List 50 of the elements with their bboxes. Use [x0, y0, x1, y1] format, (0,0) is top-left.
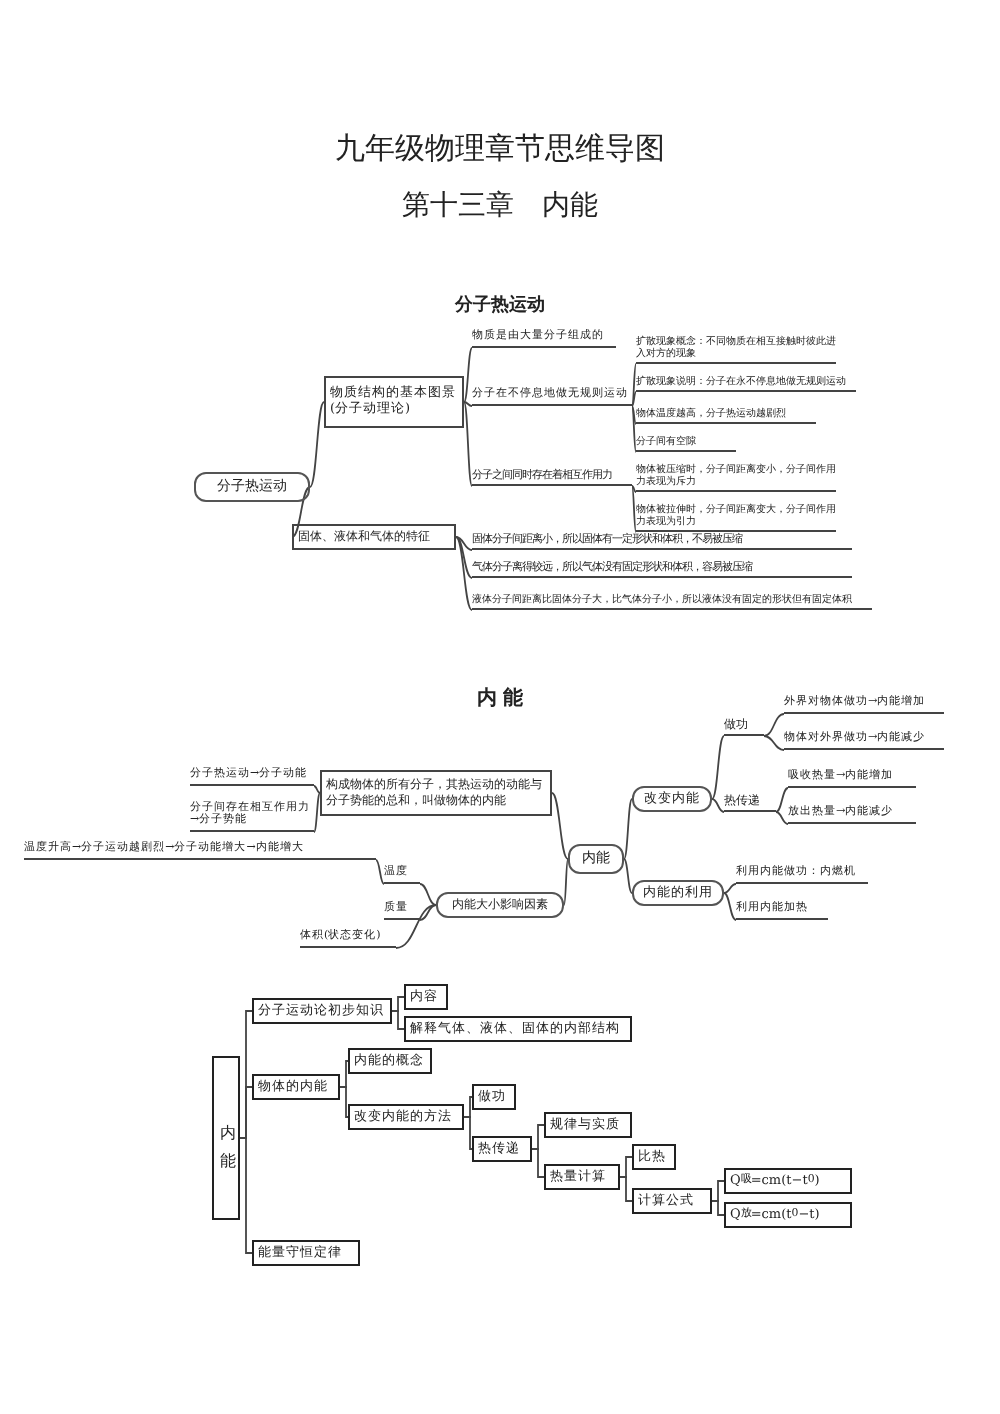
- branch-line: [711, 798, 725, 813]
- branch-line: [339, 1060, 349, 1088]
- branch-line: [531, 1148, 545, 1178]
- branch-line: [463, 1116, 473, 1150]
- branch-line: [775, 811, 789, 825]
- branch-line: [419, 883, 437, 906]
- chapter-title: 第十三章 内能: [402, 190, 598, 222]
- branch-line: [395, 904, 437, 949]
- branch-line: [711, 1180, 725, 1202]
- branch-line: [775, 787, 789, 813]
- branch-line: [455, 536, 473, 551]
- branch-line: [463, 1096, 473, 1118]
- branch-line: [391, 1010, 405, 1030]
- branch-line: [631, 405, 637, 453]
- branch-line: [763, 735, 785, 751]
- branch-line: [631, 391, 637, 407]
- root-box: 内能: [212, 1056, 240, 1220]
- branch-line: [551, 792, 569, 860]
- branch-line: [455, 536, 473, 579]
- branch-line: [711, 735, 725, 800]
- branch-line: [623, 858, 633, 894]
- branch-line: [375, 859, 385, 885]
- branch-line: [763, 713, 785, 737]
- branch-line: [631, 485, 637, 493]
- branch-line: [711, 1200, 725, 1216]
- section-heading: 内 能: [476, 688, 524, 710]
- branch-line: [239, 1137, 253, 1254]
- branch-line: [463, 347, 473, 403]
- branch-line: [463, 401, 473, 407]
- branch-line: [631, 485, 637, 533]
- branch-line: [631, 405, 637, 425]
- branch-line: [419, 904, 437, 921]
- branch-line: [631, 363, 637, 407]
- branch-line: [723, 883, 737, 894]
- branch-line: [463, 401, 473, 487]
- branch-line: [313, 785, 321, 794]
- branch-line: [619, 1156, 633, 1178]
- branch-line: [239, 1086, 253, 1139]
- branch-line: [313, 792, 321, 833]
- branch-line: [531, 1124, 545, 1150]
- branch-line: [455, 536, 473, 611]
- branch-line: [563, 858, 569, 906]
- branch-line: [339, 1086, 349, 1118]
- branch-line: [291, 486, 311, 538]
- page-title: 九年级物理章节思维导图: [335, 130, 665, 166]
- branch-line: [309, 401, 325, 488]
- branch-line: [391, 996, 405, 1012]
- branch-line: [619, 1176, 633, 1202]
- branch-line: [723, 892, 737, 921]
- branch-line: [623, 798, 633, 860]
